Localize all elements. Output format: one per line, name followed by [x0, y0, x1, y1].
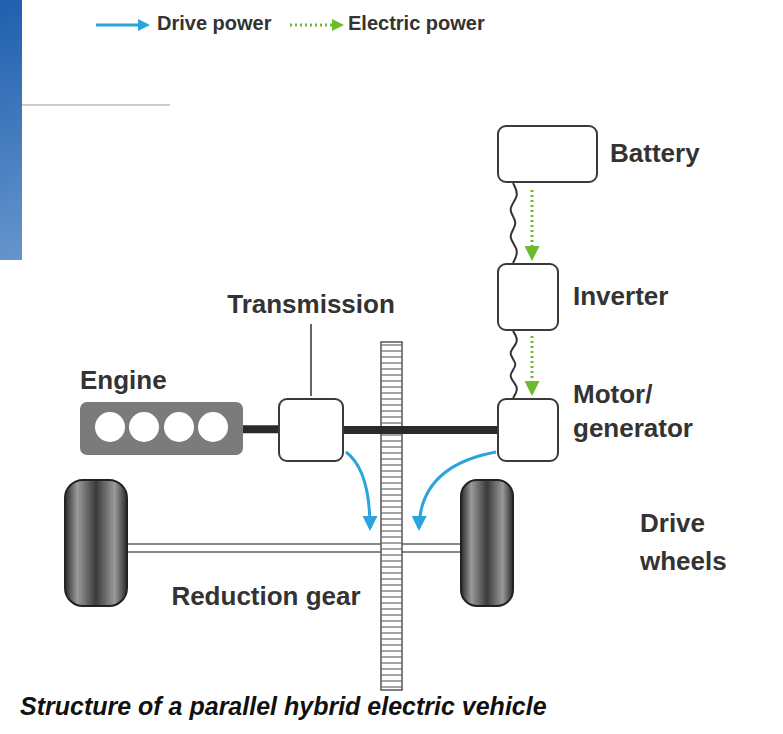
engine-block: Engine — [80, 402, 243, 455]
reduction-gear — [381, 342, 402, 690]
drive-shaft — [344, 426, 497, 434]
drive-power-arrow — [346, 452, 370, 528]
battery-box: Battery — [497, 125, 598, 183]
inverter-box: Inverter — [497, 263, 559, 331]
part-label: Reduction gear — [168, 578, 364, 616]
axle — [126, 543, 462, 545]
legend-sample — [96, 19, 150, 31]
legend-text: Electric power — [348, 12, 485, 35]
rule — [22, 105, 170, 106]
node-label: Motor/ generator — [573, 378, 713, 446]
drive-shaft — [243, 425, 278, 433]
legend-arrowhead — [138, 19, 150, 31]
drive-power-arrow — [419, 452, 496, 528]
node-label: Inverter — [573, 280, 668, 314]
cylinder — [129, 412, 159, 442]
legend-arrowhead — [332, 19, 344, 31]
cylinder — [95, 412, 125, 442]
legend-sample — [290, 19, 344, 31]
part-label: Drive wheels — [640, 505, 750, 580]
node-label: Engine — [80, 364, 167, 398]
gear-teeth — [381, 342, 402, 690]
legend-text: Drive power — [157, 12, 271, 35]
leader-line — [310, 324, 312, 396]
cylinder — [164, 412, 194, 442]
motor-generator-box: Motor/ generator — [497, 398, 559, 462]
caption: Structure of a parallel hybrid electric … — [20, 692, 547, 721]
drive-wheel — [461, 480, 513, 606]
electric-power-arrow — [531, 190, 534, 258]
electric-power-arrow — [531, 336, 534, 393]
legend-line — [96, 24, 140, 27]
panel — [22, 0, 783, 734]
node-label: Battery — [610, 137, 700, 171]
cable — [511, 331, 517, 398]
cable — [511, 183, 517, 263]
drive-wheel — [65, 480, 127, 606]
legend-line — [290, 24, 334, 27]
cylinder — [198, 412, 228, 442]
node-label: Transmission — [227, 288, 395, 322]
transmission-box: Transmission — [278, 398, 344, 462]
engine-cylinders — [80, 402, 243, 455]
axle — [126, 551, 462, 553]
